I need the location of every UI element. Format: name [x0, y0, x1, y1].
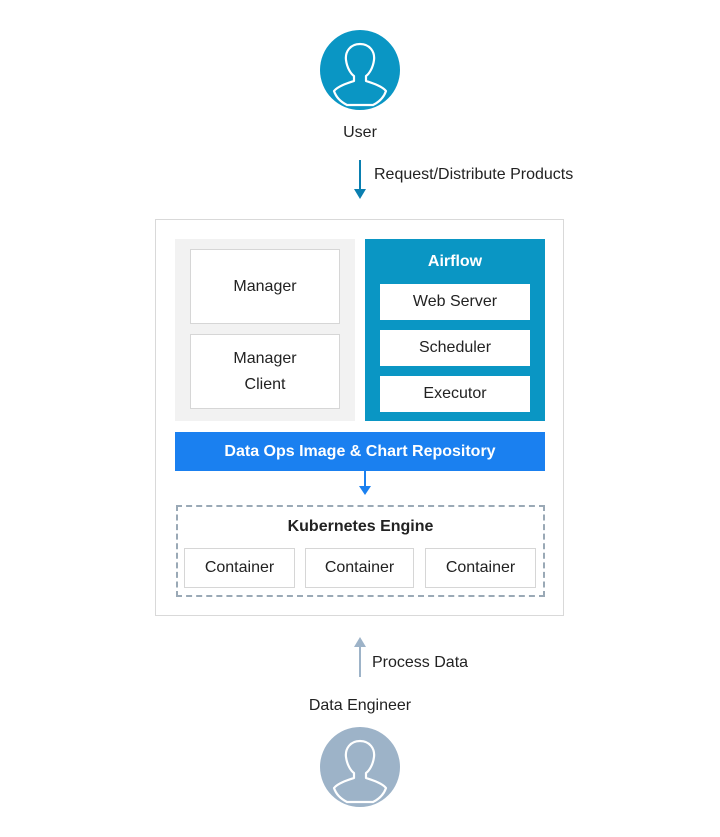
- container-box-3: Container: [425, 548, 536, 588]
- scheduler-box: Scheduler: [380, 330, 530, 366]
- executor-box: Executor: [380, 376, 530, 412]
- airflow-title: Airflow: [427, 253, 483, 270]
- container-box-2: Container: [305, 548, 414, 588]
- manager-box: Manager: [190, 249, 340, 324]
- kubernetes-engine: [176, 505, 545, 597]
- kubernetes-title: Kubernetes Engine: [287, 518, 434, 535]
- request-label: Request/Distribute Products: [374, 166, 574, 183]
- web-server-box: Web Server: [380, 284, 530, 320]
- data-engineer-avatar: [320, 727, 400, 807]
- manager-client-label-line2: Client: [244, 375, 286, 393]
- process-label: Process Data: [372, 654, 469, 671]
- user-avatar: [320, 30, 400, 110]
- user-label: User: [343, 124, 377, 141]
- container-box-1: Container: [184, 548, 295, 588]
- manager-label: Manager: [233, 277, 297, 295]
- manager-client-label-line1: Manager: [233, 349, 297, 367]
- executor-label: Executor: [423, 385, 487, 402]
- container-label-1: Container: [204, 559, 275, 576]
- repository-label: Data Ops Image & Chart Repository: [224, 442, 496, 460]
- data-engineer-icon: [332, 739, 388, 804]
- repo-to-k8s-arrow: [359, 471, 371, 495]
- manager-client-box: Manager Client: [190, 334, 340, 409]
- web-server-label: Web Server: [412, 293, 498, 310]
- user-icon: [332, 42, 388, 107]
- request-arrow: [354, 160, 366, 199]
- data-engineer-label: Data Engineer: [308, 697, 412, 714]
- repository-bar: Data Ops Image & Chart Repository: [175, 432, 545, 471]
- scheduler-label: Scheduler: [418, 339, 492, 356]
- container-label-2: Container: [324, 559, 395, 576]
- container-label-3: Container: [445, 559, 516, 576]
- process-arrow: [354, 637, 366, 677]
